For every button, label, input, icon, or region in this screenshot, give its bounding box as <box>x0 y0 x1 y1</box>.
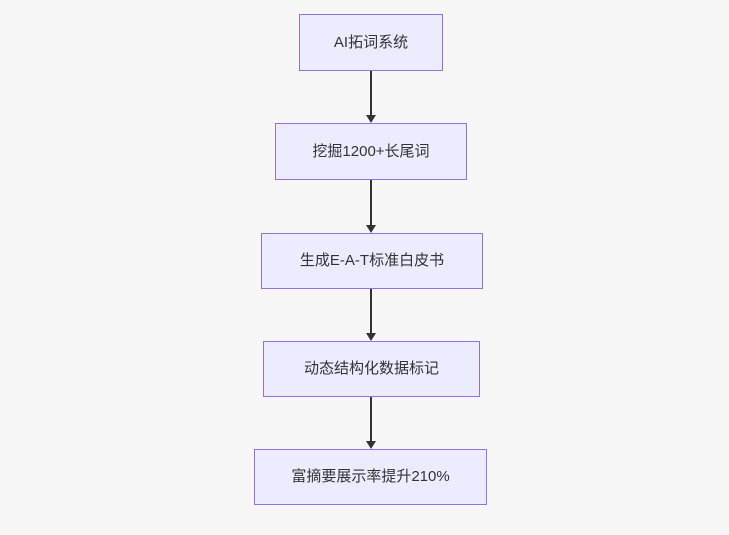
edge-arrow-3 <box>366 289 376 341</box>
node-label: 生成E-A-T标准白皮书 <box>299 252 445 269</box>
node-label: 挖掘1200+长尾词 <box>312 142 430 160</box>
arrow-down-icon <box>366 225 376 233</box>
edge-arrow-1 <box>366 71 376 123</box>
node-label: 富摘要展示率提升210% <box>291 468 450 485</box>
arrow-down-icon <box>366 115 376 123</box>
node-label: AI拓词系统 <box>333 33 409 51</box>
arrow-line <box>370 71 372 115</box>
arrow-line <box>370 397 372 441</box>
node-rich-snippet-rate-increase: 富摘要展示率提升210% <box>254 449 487 505</box>
node-dynamic-structured-data-markup: 动态结构化数据标记 <box>263 341 480 397</box>
node-generate-eat-whitepaper: 生成E-A-T标准白皮书 <box>261 233 483 289</box>
arrow-down-icon <box>366 333 376 341</box>
node-label: 动态结构化数据标记 <box>303 360 439 377</box>
arrow-down-icon <box>366 441 376 449</box>
arrow-line <box>370 180 372 225</box>
edge-arrow-4 <box>366 397 376 449</box>
arrow-line <box>370 289 372 333</box>
edge-arrow-2 <box>366 180 376 233</box>
node-mine-longtail-keywords: 挖掘1200+长尾词 <box>275 123 467 180</box>
node-ai-word-expansion-system: AI拓词系统 <box>299 14 443 71</box>
